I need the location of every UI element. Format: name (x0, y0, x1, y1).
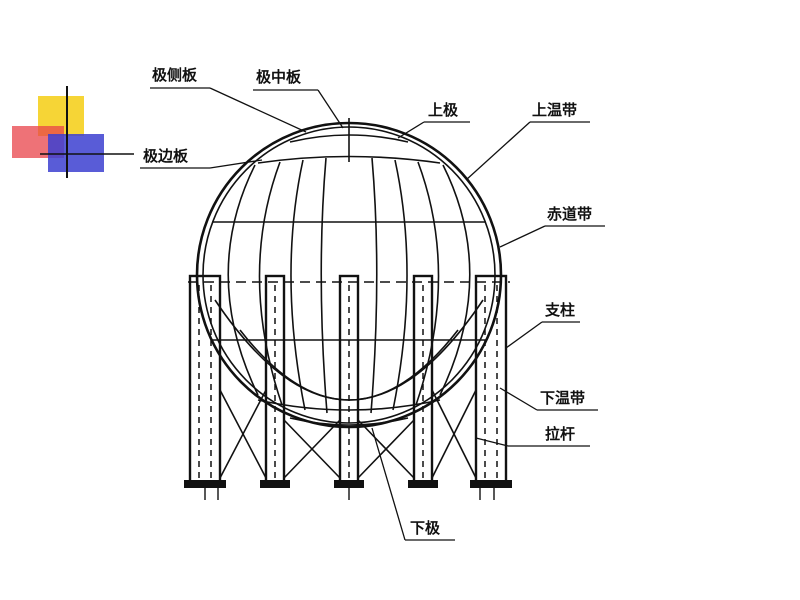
meridian-line (392, 159, 408, 411)
column-right-inner (408, 274, 438, 488)
label-upper-temperate-belt: 上温带 (532, 101, 577, 119)
label-upper-pole: 上极 (428, 101, 459, 119)
meridian-line (290, 159, 306, 411)
leader-upper-pole (397, 121, 425, 139)
tie-rod (357, 419, 415, 479)
leader-polar-edge (209, 159, 263, 169)
column-left (184, 274, 226, 488)
leader-lower-temperate (499, 387, 538, 411)
leader-equator (499, 225, 546, 248)
label-tie-rod: 拉杆 (545, 425, 575, 443)
tie-rod (431, 389, 477, 479)
tie-rods (219, 389, 477, 479)
leader-polar-center-plate (317, 89, 344, 129)
label-lower-pole: 下极 (410, 519, 441, 537)
meridian-line (415, 161, 440, 406)
label-polar-center-plate: 极中板 (256, 68, 302, 86)
label-polar-edge-plate: 极边板 (143, 147, 189, 165)
meridian-line (439, 164, 471, 396)
column-left-inner (260, 274, 290, 488)
label-polar-side-plate: 极侧板 (152, 66, 198, 84)
leader-upper-temperate (465, 121, 531, 181)
labels: 极侧板 极中板 上极 上温带 极边板 赤道带 支柱 下温带 拉杆 下极 (143, 66, 592, 537)
lower-pole-inner-ring (289, 417, 409, 426)
leader-column (505, 321, 543, 349)
meridian-line (320, 157, 328, 414)
leader-lines (140, 87, 605, 541)
meridian-line (227, 164, 259, 396)
leader-lower-pole (371, 427, 406, 541)
deco-square-blue (48, 134, 104, 172)
column-right (470, 274, 512, 488)
support-columns (184, 274, 512, 500)
meridian-line (258, 161, 283, 406)
decorative-corner-squares (12, 86, 134, 178)
leader-tie-rod (475, 437, 509, 447)
meridian-lines (227, 157, 471, 414)
tie-rod (283, 419, 341, 479)
column-center (334, 274, 364, 488)
label-lower-temperate-belt: 下温带 (540, 389, 585, 407)
label-column: 支柱 (544, 301, 575, 319)
leader-polar-side-plate-diag (209, 87, 307, 133)
tie-rod (219, 389, 267, 479)
label-equator-belt: 赤道带 (547, 205, 592, 223)
upper-pole-cap (257, 118, 441, 164)
meridian-line (370, 157, 378, 414)
